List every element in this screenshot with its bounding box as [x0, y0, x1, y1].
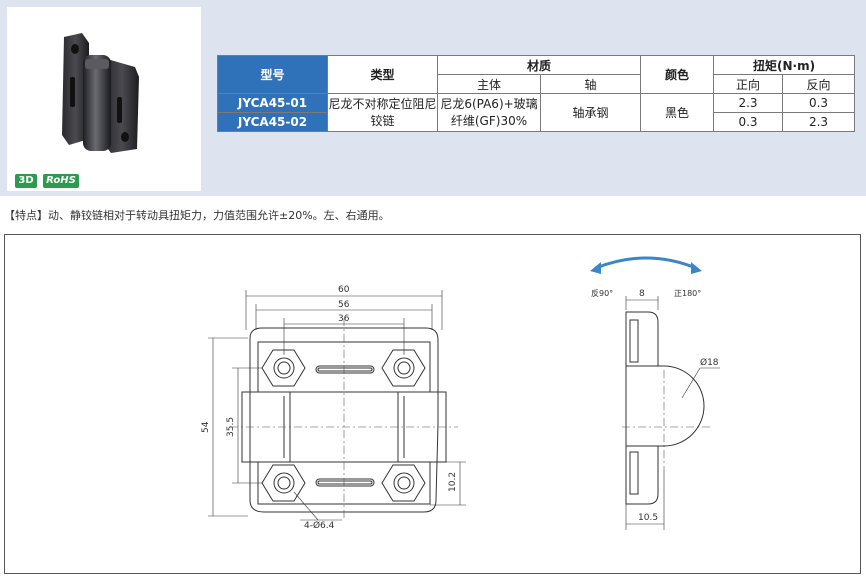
dimension-labels: 60 56 36 54 35.5 10.2 4-Ø6.4 反90° 8 正180…: [201, 285, 719, 531]
3d-badge: 3D: [15, 174, 37, 188]
model-cell: JYCA45-02: [217, 112, 328, 132]
forward-torque-cell: 0.3: [713, 112, 784, 132]
dim-forward-angle: 正180°: [674, 289, 701, 298]
header-torque: 扭矩(N·m): [713, 55, 856, 75]
dim-36: 36: [338, 314, 350, 324]
dimension-lines: [208, 290, 720, 530]
rotation-arrow: [590, 256, 702, 274]
header-material: 材质: [436, 55, 642, 75]
technical-drawing-frame: [4, 234, 861, 574]
center-lines: [230, 318, 712, 520]
product-photo: [7, 7, 201, 191]
header-body: 主体: [437, 74, 541, 94]
dim-10-2: 10.2: [448, 472, 458, 492]
forward-torque-cell: 2.3: [713, 93, 784, 113]
side-view: [625, 311, 705, 505]
shaft-material-cell: 轴承钢: [539, 93, 642, 132]
dim-depth: 10.5: [638, 513, 658, 523]
reverse-torque-cell: 0.3: [782, 93, 856, 113]
header-color: 颜色: [640, 55, 715, 94]
header-model: 型号: [217, 55, 328, 94]
dim-60: 60: [338, 285, 350, 295]
dim-reverse-angle: 反90°: [591, 288, 613, 298]
dim-diameter: Ø18: [700, 357, 719, 368]
dim-54: 54: [201, 421, 211, 433]
rohs-badge: RoHS: [43, 174, 79, 188]
color-cell: 黑色: [640, 93, 715, 132]
body-material-cell: 尼龙6(PA6)+玻璃纤维(GF)30%: [437, 93, 541, 132]
dim-thickness: 8: [639, 289, 645, 299]
hinge-photo-illustration: [62, 33, 139, 153]
dim-35-5: 35.5: [226, 417, 236, 437]
header-reverse: 反向: [782, 74, 856, 94]
dim-holes: 4-Ø6.4: [304, 520, 335, 531]
reverse-torque-cell: 2.3: [782, 112, 856, 132]
type-cell: 尼龙不对称定位阻尼铰链: [327, 93, 438, 132]
header-shaft: 轴: [539, 74, 642, 94]
header-type: 类型: [327, 55, 438, 94]
dim-56: 56: [338, 300, 350, 310]
header-forward: 正向: [713, 74, 784, 94]
model-cell: JYCA45-01: [217, 93, 328, 113]
spec-table: 型号 类型 材质 颜色 扭矩(N·m) 主体 轴 正向 反向 JYCA45-01…: [217, 55, 856, 132]
feature-note: 【特点】动、静铰链相对于转动具扭矩力，力值范围允许±20%。左、右通用。: [4, 209, 390, 222]
